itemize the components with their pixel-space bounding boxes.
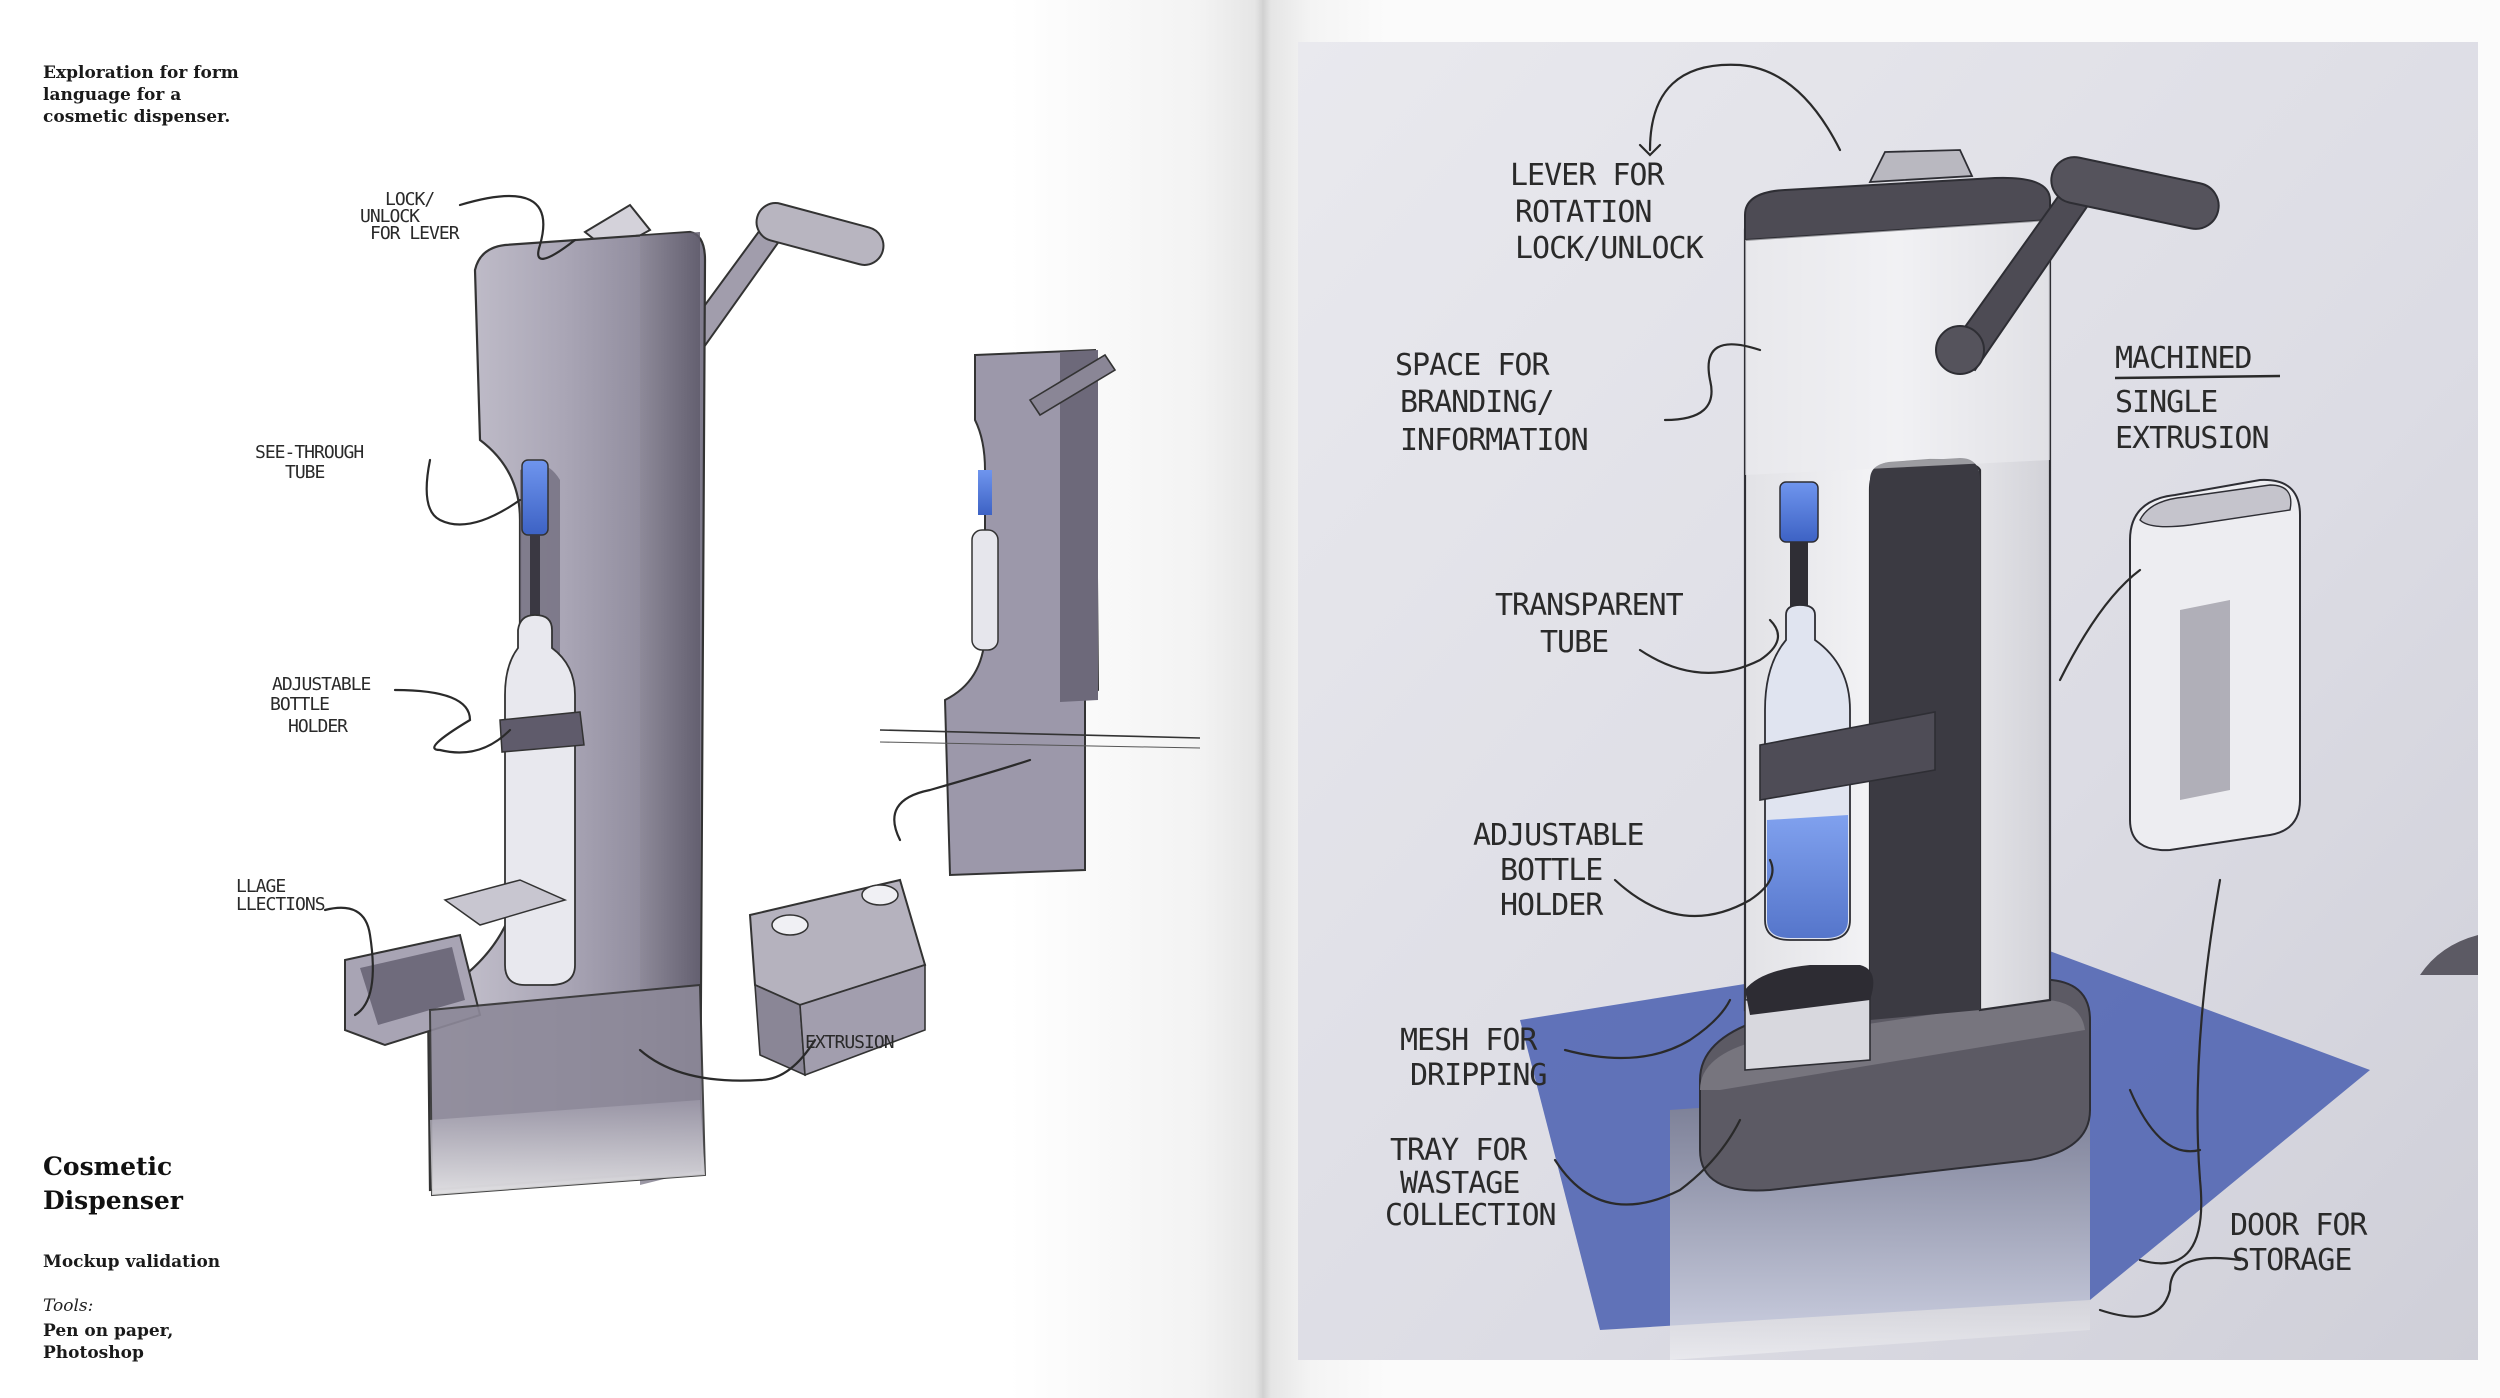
annot-see-through-1: SEE-THROUGH xyxy=(255,442,363,463)
annot-holder-r-1: ADJUSTABLE xyxy=(1473,818,1644,853)
annot-lever-3: LOCK/UNLOCK xyxy=(1515,231,1704,266)
annot-branding-1: SPACE FOR xyxy=(1395,348,1550,383)
annot-tray-2: WASTAGE xyxy=(1400,1166,1519,1201)
annot-machined-title: MACHINED xyxy=(2115,341,2252,376)
annot-extrusion: EXTRUSION xyxy=(805,1032,894,1053)
annot-lock-2: UNLOCK xyxy=(360,206,420,227)
left-extrusion-block-sketch xyxy=(748,878,927,1077)
left-leader-lines xyxy=(323,194,1032,1082)
annot-see-through-2: TUBE xyxy=(285,462,325,483)
annot-holder-2: BOTTLE xyxy=(270,694,329,715)
annot-tray-3: COLLECTION xyxy=(1385,1198,1556,1233)
annot-door-2: STORAGE xyxy=(2232,1243,2351,1278)
annot-tube-2: TUBE xyxy=(1540,625,1608,660)
annot-holder-r-3: HOLDER xyxy=(1500,888,1604,923)
annot-holder-r-2: BOTTLE xyxy=(1500,853,1602,888)
annot-wastage-2: LLECTIONS xyxy=(236,894,325,915)
annot-tube-1: TRANSPARENT xyxy=(1495,588,1684,623)
annot-branding-3: INFORMATION xyxy=(1400,423,1588,458)
annot-lever-2: ROTATION xyxy=(1515,195,1652,230)
annot-lock-1: LOCK/ xyxy=(385,189,434,210)
annot-lever-1: LEVER FOR xyxy=(1510,158,1665,193)
left-small-dispenser-sketch xyxy=(879,348,1201,877)
project-subtitle: Mockup validation xyxy=(43,1252,221,1272)
annot-lock-3: FOR LEVER xyxy=(370,223,460,244)
annot-mesh-1: MESH FOR xyxy=(1400,1023,1538,1058)
right-leader-lines xyxy=(1553,63,2242,1318)
right-main-dispenser-render xyxy=(1699,149,2220,1192)
machined-extrusion-render xyxy=(2129,478,2301,852)
left-main-dispenser-sketch xyxy=(344,202,885,1197)
annot-tray-1: TRAY FOR xyxy=(1390,1133,1528,1168)
partial-object-edge xyxy=(2420,935,2478,975)
tools-label: Tools: xyxy=(43,1296,94,1316)
annot-wastage-1: LLAGE xyxy=(236,876,285,897)
annot-door-1: DOOR FOR xyxy=(2230,1208,2368,1243)
annot-holder-3: HOLDER xyxy=(288,716,348,737)
page-gutter xyxy=(1255,0,1271,1398)
annot-mesh-2: DRIPPING xyxy=(1410,1058,1547,1093)
annot-holder-1: ADJUSTABLE xyxy=(272,674,371,695)
project-title: Cosmetic Dispenser xyxy=(43,1152,183,1215)
intro-text: Exploration for form language for a cosm… xyxy=(43,63,239,128)
tools-value: Pen on paper, Photoshop xyxy=(43,1321,174,1364)
annot-machined-2: EXTRUSION xyxy=(2115,421,2269,456)
annot-machined-1: SINGLE xyxy=(2115,385,2217,420)
annot-branding-2: BRANDING/ xyxy=(1400,385,1554,420)
